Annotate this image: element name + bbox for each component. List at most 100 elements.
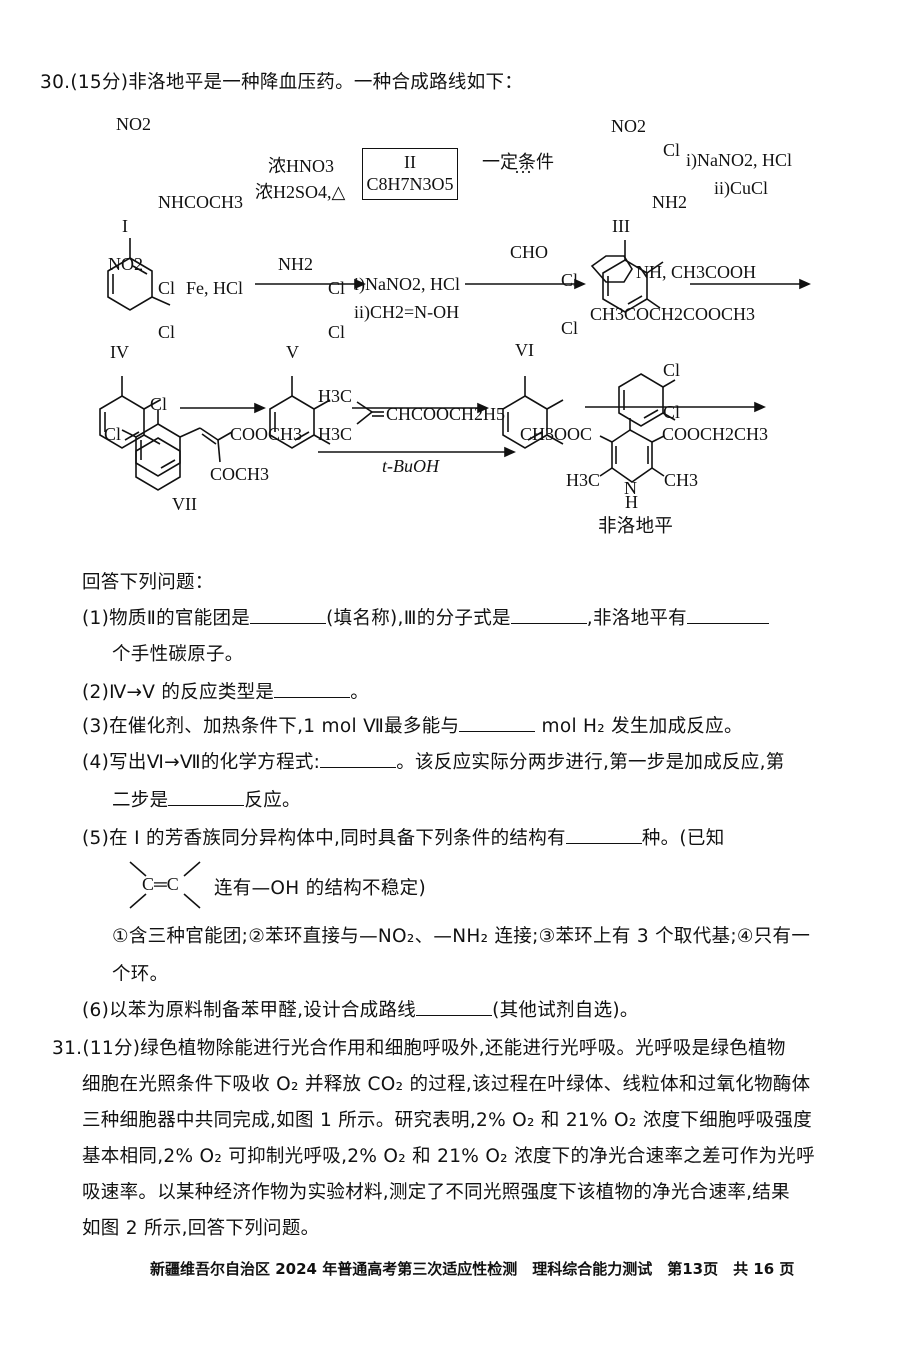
compound-VI-substituent-2: Cl <box>561 270 579 290</box>
product-substituent-1: Cl <box>663 360 681 380</box>
arrow7-reagent-c: CHCOOCH2H5 <box>386 404 506 424</box>
sub-question-5-line1: (5)在 I 的芳香族同分异构体中,同时具备下列条件的结构有 种。(已知 <box>82 824 725 850</box>
compound-VI-substituent-1: CHO <box>510 242 549 262</box>
compound-VII-substituent-3: COOCH3 <box>230 424 303 444</box>
compound-IV-substituent-2: Cl <box>158 278 176 298</box>
answer-blank[interactable] <box>510 605 587 624</box>
sub-question-5-line2: 连有—OH 的结构不稳定) <box>214 878 426 899</box>
compound-IV-substituent-1: NO2 <box>108 254 143 274</box>
benzene-ring-I <box>107 257 153 311</box>
sub-question-5-text-b: 种。(已知 <box>641 828 725 849</box>
arrow5-reagent-top: i)NaNO2, HCl <box>354 274 460 294</box>
answer-blank[interactable] <box>686 605 769 624</box>
product-substituent-4: COOCH2CH3 <box>662 424 769 444</box>
sub-question-2-text-a: (2)Ⅳ→V 的反应类型是 <box>82 682 275 703</box>
product-substituent-6: CH3 <box>664 470 699 490</box>
question-31-line6: 如图 2 所示,回答下列问题。 <box>82 1218 320 1239</box>
compound-I-substituent-2: NHCOCH3 <box>158 192 244 212</box>
arrow1-reagent-bottom: 浓H2SO4,△ <box>255 182 346 202</box>
compound-II-box: II C8H7N3O5 <box>362 148 458 200</box>
piperidine-ring <box>590 255 633 283</box>
arrow5-reagent-bottom: ii)CH2=N-OH <box>354 302 460 322</box>
question-31-line5: 吸速率。以某种经济作物为实验材料,测定了不同光照强度下该植物的净光合速率,结果 <box>82 1182 790 1203</box>
sub-question-1-line1: (1)物质Ⅱ的官能团是 (填名称),Ⅲ的分子式是 ,非洛地平有 <box>82 604 769 630</box>
sub-question-6-text-b: (其他试剂自选)。 <box>492 1000 639 1021</box>
answer-blank[interactable] <box>250 605 327 624</box>
sub-question-2-text-b: 。 <box>350 682 370 703</box>
sub-question-5-line4: 个环。 <box>112 964 169 985</box>
synthesis-scheme <box>99 238 811 491</box>
compound-V-substituent-2: Cl <box>328 278 346 298</box>
sub-question-1-text-c: ,非洛地平有 <box>586 608 687 629</box>
question-31-line2: 细胞在光照条件下吸收 O₂ 并释放 CO₂ 的过程,该过程在叶绿体、线粒体和过氧… <box>82 1074 811 1095</box>
compound-VI-substituent-3: Cl <box>561 318 579 338</box>
answer-blank[interactable] <box>274 679 351 698</box>
compound-III-label: III <box>612 216 630 236</box>
sub-question-4-line2: 二步是 反应。 <box>112 786 301 812</box>
compound-VII-label: VII <box>172 494 197 514</box>
compound-V-substituent-3: Cl <box>328 322 346 342</box>
benzene-ring-VII <box>135 423 181 477</box>
arrow3-reagent-bottom: ii)CuCl <box>714 178 769 198</box>
product-substituent-3: CH3OOC <box>520 424 593 444</box>
sub-question-4-text-a: (4)写出Ⅵ→Ⅶ的化学方程式: <box>82 752 321 773</box>
product-hydrogen: H <box>625 492 638 512</box>
product-name: 非洛地平 <box>598 516 674 537</box>
sub-question-3-text-b: mol H₂ 发生加成反应。 <box>541 716 743 737</box>
compound-VII-substituent-2: Cl <box>104 424 122 444</box>
page-footer: 新疆维吾尔自治区 2024 年普通高考第三次适应性检测 理科综合能力测试 第13… <box>150 1260 795 1278</box>
arrow7-reagent-bottom: t-BuOH <box>382 456 439 476</box>
arrow3-reagent-top: i)NaNO2, HCl <box>686 150 792 170</box>
alkene-label: C═C <box>142 874 179 894</box>
compound-IV-substituent-3: Cl <box>158 322 176 342</box>
sub-question-4-text-b: 。该反应实际分两步进行,第一步是加成反应,第 <box>396 752 785 773</box>
dihydropyridine-ring <box>611 429 653 483</box>
arrow6-reagent-top: NH, CH3COOH <box>636 262 757 282</box>
question-30-heading: 30.(15分)非洛地平是一种降血压药。一种合成路线如下： <box>40 72 524 93</box>
sub-question-3: (3)在催化剂、加热条件下,1 mol Ⅶ最多能与 mol H₂ 发生加成反应。 <box>82 712 743 738</box>
compound-III-substituent-2: Cl <box>663 140 681 160</box>
compound-V-substituent-1: NH2 <box>278 254 313 274</box>
answer-blank[interactable] <box>416 997 493 1016</box>
answer-intro: 回答下列问题： <box>82 572 214 593</box>
arrow2-dots: ··· <box>514 162 532 182</box>
question-31-line3: 三种细胞器中共同完成,如图 1 所示。研究表明,2% O₂ 和 21% O₂ 浓… <box>82 1110 813 1131</box>
compound-II-formula: C8H7N3O5 <box>366 174 454 194</box>
compound-I-label: I <box>122 216 128 236</box>
alkene-structure <box>129 861 201 909</box>
sub-question-4-text-d: 反应。 <box>244 790 301 811</box>
sub-question-3-text-a: (3)在催化剂、加热条件下,1 mol Ⅶ最多能与 <box>82 716 460 737</box>
sub-question-1-text-b: (填名称),Ⅲ的分子式是 <box>326 608 511 629</box>
question-31-line4: 基本相同,2% O₂ 可抑制光呼吸,2% O₂ 和 21% O₂ 浓度下的净光合… <box>82 1146 815 1167</box>
sub-question-6: (6)以苯为原料制备苯甲醛,设计合成路线 (其他试剂自选)。 <box>82 996 639 1022</box>
question-31-line1: 31.(11分)绿色植物除能进行光合作用和细胞呼吸外,还能进行光呼吸。光呼吸是绿… <box>52 1038 786 1059</box>
compound-II-label: II <box>404 152 416 172</box>
sub-question-1-line2: 个手性碳原子。 <box>112 644 244 665</box>
sub-question-4-line1: (4)写出Ⅵ→Ⅶ的化学方程式: 。该反应实际分两步进行,第一步是加成反应,第 <box>82 748 785 774</box>
product-nitrogen: N <box>624 478 637 498</box>
arrow4-reagent-top: Fe, HCl <box>186 278 244 298</box>
compound-V-label: V <box>286 342 299 362</box>
benzene-ring-product <box>618 373 664 427</box>
arrow7-reagent-b: H3C <box>318 424 353 444</box>
compound-VII-substituent-1: Cl <box>150 394 168 414</box>
arrow6-reagent-bottom: CH3COCH2COOCH3 <box>590 304 756 324</box>
answer-blank[interactable] <box>459 713 536 732</box>
product-substituent-2: Cl <box>663 402 681 422</box>
sub-question-1-text-a: (1)物质Ⅱ的官能团是 <box>82 608 251 629</box>
sub-question-4-text-c: 二步是 <box>112 790 169 811</box>
answer-blank[interactable] <box>168 787 245 806</box>
answer-blank[interactable] <box>565 825 642 844</box>
arrow1-reagent-top: 浓HNO3 <box>268 156 334 176</box>
sub-question-5-text-a: (5)在 I 的芳香族同分异构体中,同时具备下列条件的结构有 <box>82 828 566 849</box>
arrow7-reagent-a: H3C <box>318 386 353 406</box>
product-substituent-5: H3C <box>566 470 601 490</box>
answer-blank[interactable] <box>320 749 397 768</box>
compound-I-substituent-1: NO2 <box>116 114 151 134</box>
compound-III-substituent-1: NO2 <box>611 116 646 136</box>
sub-question-6-text-a: (6)以苯为原料制备苯甲醛,设计合成路线 <box>82 1000 417 1021</box>
compound-III-substituent-3: NH2 <box>652 192 687 212</box>
scheme-row-3 <box>121 373 676 483</box>
sub-question-5-conditions: ①含三种官能团;②苯环直接与—NO₂、—NH₂ 连接;③苯环上有 3 个取代基;… <box>112 926 811 947</box>
sub-question-2: (2)Ⅳ→V 的反应类型是 。 <box>82 678 369 704</box>
